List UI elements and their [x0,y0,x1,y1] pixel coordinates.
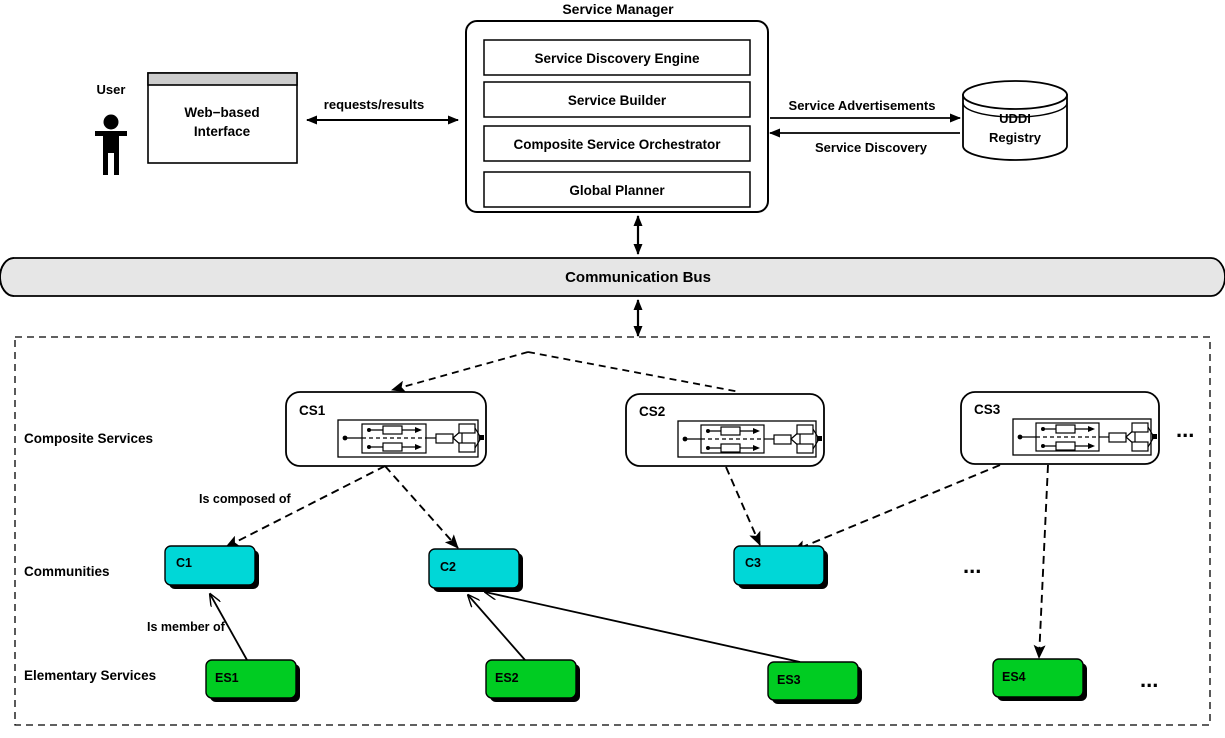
component-label: Composite Service Orchestrator [513,137,721,152]
edge-label-is-member-of: Is member of [147,620,226,634]
composite-service-label: CS1 [299,403,326,418]
edge-cs3-to-c3 [792,464,1001,552]
row-label-communities: Communities [24,564,110,579]
composite-service-label: CS2 [639,404,665,419]
service-manager-component[interactable]: Service Builder [483,81,751,118]
community-C3[interactable]: C3 [733,545,828,589]
community-C1[interactable]: C1 [164,545,259,589]
row-label-composite-services: Composite Services [24,431,153,446]
registry-line1: UDDI [999,111,1031,126]
edge-es1-to-c1 [210,594,248,661]
edge-cs2-to-c3 [725,466,761,546]
elementary-service-ES3[interactable]: ES3 [767,661,862,704]
user-label: User [97,82,126,97]
component-label: Service Builder [568,93,667,108]
uddi-registry[interactable]: UDDI Registry [962,80,1068,161]
workflow-icon [337,419,484,458]
ellipsis-composite-services: ... [1176,417,1194,442]
edge-service-discovery: Service Discovery [769,128,960,155]
communication-bus-label: Communication Bus [565,269,711,286]
elementary-service-label: ES4 [1002,670,1026,684]
edges-composed-of [225,464,1049,659]
component-label: Service Discovery Engine [534,51,700,66]
edges-member-of [210,592,801,663]
elementary-service-label: ES3 [777,673,801,687]
community-label: C1 [176,556,192,570]
edge-service-advertisements: Service Advertisements [770,98,961,123]
elementary-service-label: ES1 [215,671,239,685]
ellipsis-communities: ... [963,553,981,578]
workflow-icon [1012,418,1157,456]
edge-es3-to-c2 [485,592,801,663]
edge-label-service-advertisements: Service Advertisements [789,98,936,113]
composite-service-CS3[interactable]: CS3 [960,391,1160,465]
user-actor: User [95,82,127,175]
elementary-service-label: ES2 [495,671,519,685]
composite-service-label: CS3 [974,402,1001,417]
edge-label-is-composed-of: Is composed of [199,492,292,506]
edge-es2-to-c2 [468,595,526,661]
elementary-service-ES2[interactable]: ES2 [485,659,580,702]
workflow-icon [677,420,822,458]
edge-cs1-to-c1 [225,465,386,548]
edge-label-requests-results: requests/results [324,97,424,112]
edge-label-service-discovery: Service Discovery [815,140,928,155]
edge-bus-to-composite-services [391,351,741,393]
service-manager-component[interactable]: Service Discovery Engine [483,39,751,76]
service-manager-component[interactable]: Composite Service Orchestrator [483,125,751,162]
window-titlebar [147,72,298,86]
ellipsis-elementary-services: ... [1140,667,1158,692]
edge-requests-results: requests/results [306,97,459,125]
service-manager-title: Service Manager [562,1,674,17]
web-interface-line2: Interface [194,124,251,139]
composite-service-CS1[interactable]: CS1 [285,391,487,467]
communication-bus: Communication Bus [0,257,1225,297]
composite-service-CS2[interactable]: CS2 [625,393,825,467]
community-label: C2 [440,560,456,574]
service-manager-box: Service Discovery Engine Service Builder… [465,20,769,213]
community-C2[interactable]: C2 [428,548,523,592]
row-label-elementary-services: Elementary Services [24,668,156,683]
edge-cs1-to-c2 [384,465,459,549]
community-label: C3 [745,556,761,570]
web-interface-line1: Web−based [184,105,259,120]
component-label: Global Planner [569,183,665,198]
edge-cs3-to-es4 [1033,464,1049,659]
registry-line2: Registry [989,130,1042,145]
web-based-interface-window[interactable]: Web−based Interface [147,72,298,164]
elementary-service-ES4[interactable]: ES4 [992,658,1087,701]
stick-figure-icon [95,114,127,175]
service-manager-component[interactable]: Global Planner [483,171,751,208]
elementary-service-ES1[interactable]: ES1 [205,659,300,702]
